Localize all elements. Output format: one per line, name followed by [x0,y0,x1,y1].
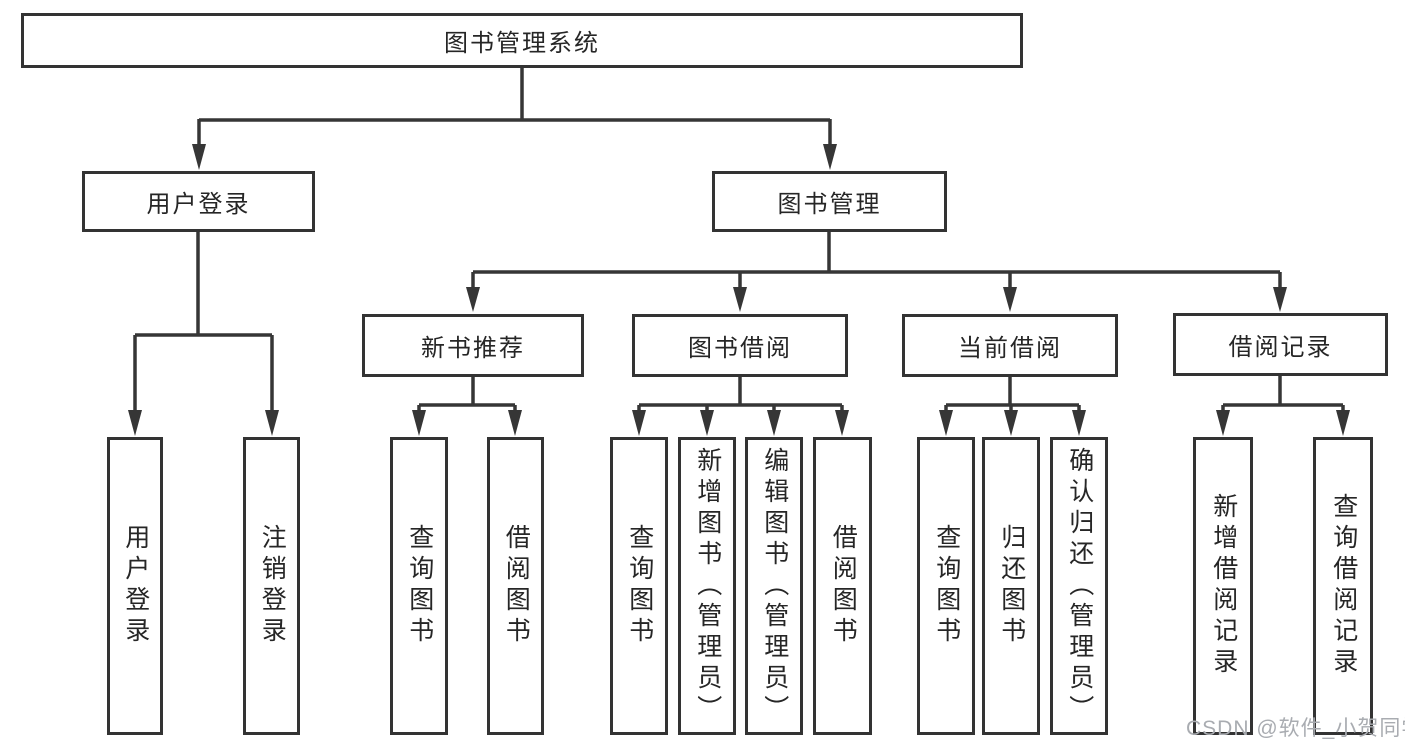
leaf-edit-books-admin: 编辑图书（管理员） [745,437,803,735]
leaf-borrow-books-label: 借阅图书 [829,524,858,648]
leaf-user-login: 用户登录 [107,437,163,735]
leaf-query-books-recommend-label: 查询图书 [405,524,434,648]
leaf-query-books-current-label: 查询图书 [932,524,961,648]
leaf-user-login-label: 用户登录 [121,524,150,648]
leaf-confirm-return-admin: 确认归还（管理员） [1050,437,1108,735]
leaf-logout: 注销登录 [243,437,300,735]
leaf-confirm-return-admin-label: 确认归还（管理员） [1065,446,1094,726]
leaf-add-books-admin: 新增图书（管理员） [678,437,736,735]
leaf-query-books-borrow: 查询图书 [610,437,668,735]
node-borrowing-records: 借阅记录 [1173,313,1388,376]
leaf-edit-books-admin-label: 编辑图书（管理员） [760,446,789,726]
leaf-query-books-current: 查询图书 [917,437,975,735]
leaf-borrow-books-recommend-label: 借阅图书 [502,524,531,648]
node-library-management-system: 图书管理系统 [21,13,1023,68]
node-book-management: 图书管理 [712,171,947,232]
node-book-borrowing: 图书借阅 [632,314,848,377]
leaf-logout-label: 注销登录 [258,524,287,648]
watermark: CSDN @软件_小贺同学 [1186,717,1405,740]
leaf-query-books-recommend: 查询图书 [390,437,448,735]
leaf-borrow-books: 借阅图书 [813,437,872,735]
node-current-borrowing: 当前借阅 [902,314,1118,377]
node-new-book-recommendation: 新书推荐 [362,314,584,377]
leaf-add-borrow-record: 新增借阅记录 [1193,437,1253,735]
leaf-return-books-label: 归还图书 [997,524,1026,648]
leaf-query-borrow-record: 查询借阅记录 [1313,437,1373,735]
leaf-query-borrow-record-label: 查询借阅记录 [1329,493,1358,679]
leaf-query-books-borrow-label: 查询图书 [625,524,654,648]
leaf-add-books-admin-label: 新增图书（管理员） [693,446,722,726]
leaf-add-borrow-record-label: 新增借阅记录 [1209,493,1238,679]
node-user-login: 用户登录 [82,171,315,232]
leaf-borrow-books-recommend: 借阅图书 [487,437,544,735]
leaf-return-books: 归还图书 [982,437,1040,735]
